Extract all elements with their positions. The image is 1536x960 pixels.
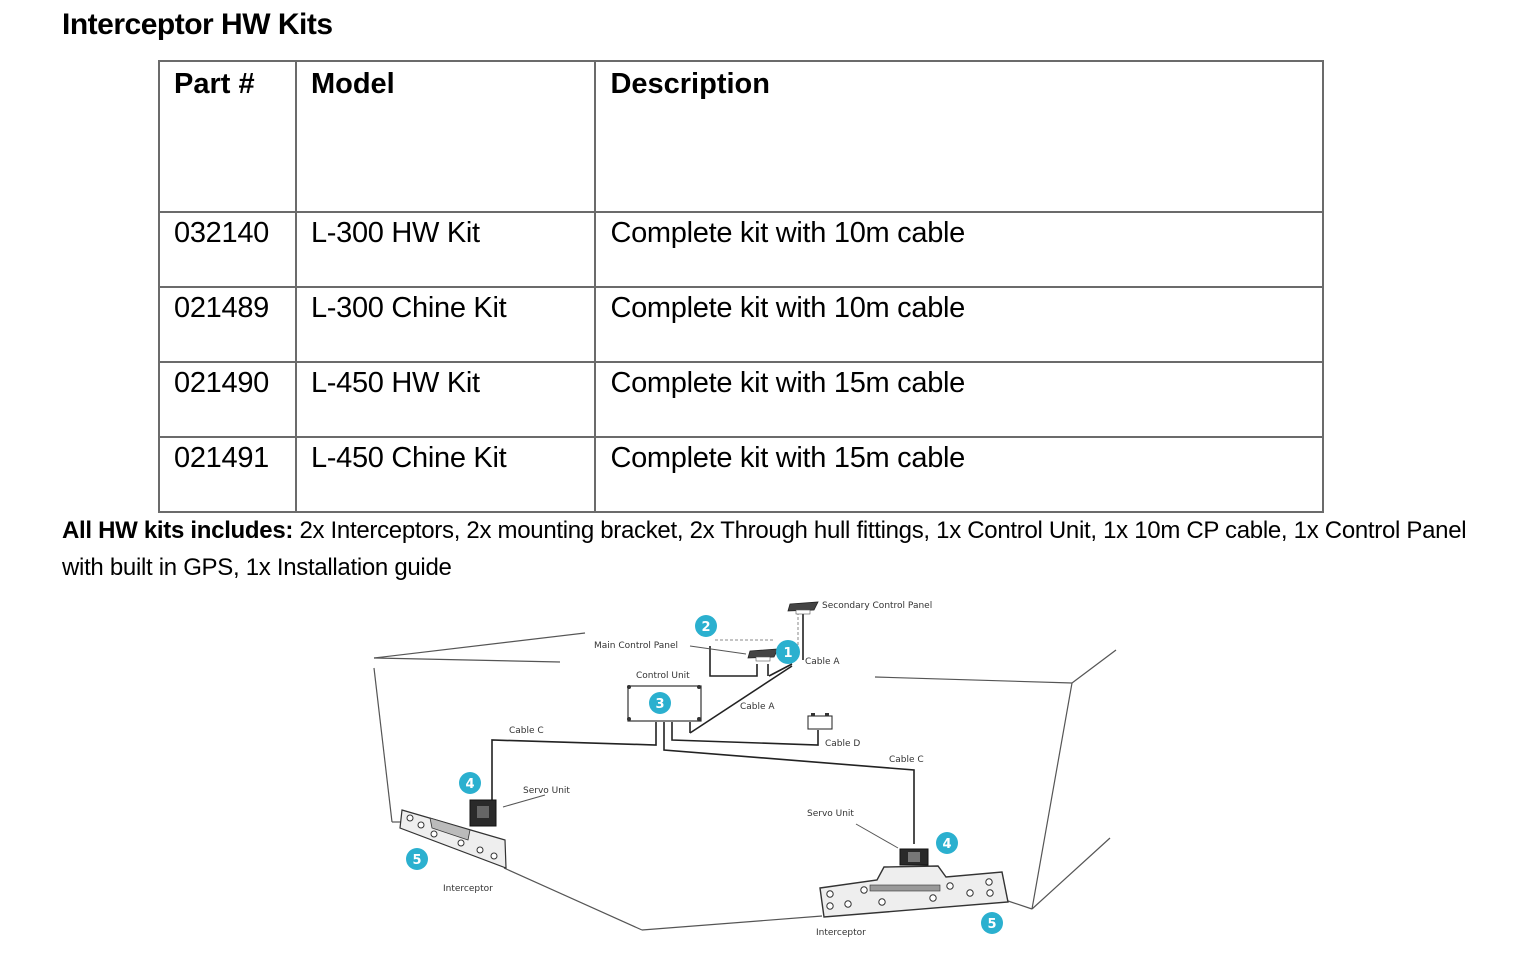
badge-3-text: 3	[655, 697, 664, 712]
kit-contents-paragraph: All HW kits includes: 2x Interceptors, 2…	[62, 512, 1482, 586]
badge-5-right	[981, 912, 1003, 934]
hull-line	[874, 676, 1073, 684]
header-description: Description	[594, 60, 1324, 213]
hull-line	[1007, 900, 1033, 910]
table-header-row: Part # Model Description	[158, 60, 1324, 213]
table-row: 032140 L-300 HW Kit Complete kit with 10…	[158, 211, 1324, 288]
label-servo-unit-left: Servo Unit	[523, 786, 570, 796]
cables	[491, 612, 915, 844]
badge-3	[649, 692, 671, 714]
cable-line-cable-c-right	[663, 722, 915, 844]
cable-line-cable-a	[689, 665, 793, 734]
hull-line	[373, 657, 561, 663]
label-cable-d: Cable D	[825, 739, 860, 749]
label-cable-a-mid: Cable A	[740, 702, 775, 712]
hull-line	[1031, 682, 1073, 910]
cell-description: Complete kit with 10m cable	[594, 211, 1324, 288]
cell-part-number: 032140	[158, 211, 297, 288]
label-main-control-panel: Main Control Panel	[594, 641, 678, 651]
label-cable-c-right: Cable C	[889, 755, 924, 765]
hull-outline	[373, 632, 1117, 931]
badge-2	[695, 615, 717, 637]
cable-line-cable-d	[671, 722, 819, 746]
battery-icon	[807, 713, 833, 730]
cell-description: Complete kit with 10m cable	[594, 286, 1324, 363]
cell-model: L-300 Chine Kit	[294, 286, 597, 363]
hull-line	[503, 867, 643, 931]
leader-line	[689, 645, 747, 655]
badge-1-text: 1	[783, 646, 792, 661]
label-cable-a-top: Cable A	[805, 657, 840, 667]
cell-description: Complete kit with 15m cable	[594, 361, 1324, 438]
hull-line	[641, 915, 823, 931]
leader-line	[855, 823, 899, 849]
kit-contents-text: 2x Interceptors, 2x mounting bracket, 2x…	[62, 517, 1467, 581]
label-control-unit: Control Unit	[636, 671, 690, 681]
cell-model: L-450 Chine Kit	[294, 436, 597, 513]
cell-part-number: 021489	[158, 286, 297, 363]
interceptor-right-icon	[819, 865, 1009, 918]
cable-line	[709, 646, 758, 677]
badge-1	[776, 640, 800, 664]
cell-description: Complete kit with 15m cable	[594, 436, 1324, 513]
badge-5-left	[406, 848, 428, 870]
label-interceptor-left: Interceptor	[443, 884, 493, 894]
badge-4-left-text: 4	[465, 777, 474, 792]
cell-part-number: 021491	[158, 436, 297, 513]
servo-unit-left-icon	[469, 799, 497, 827]
cable-line-cable-c-left	[491, 722, 657, 800]
table-row: 021490 L-450 HW Kit Complete kit with 15…	[158, 361, 1324, 438]
cell-model: L-300 HW Kit	[294, 211, 597, 288]
hull-line	[373, 632, 586, 659]
leader-lines	[502, 645, 899, 849]
label-interceptor-right: Interceptor	[816, 928, 866, 938]
main-control-panel-icon	[747, 648, 779, 662]
callout-badges: 2 1 3 4 4 5 5	[406, 615, 1003, 934]
badge-4-left	[459, 772, 481, 794]
badge-5-left-text: 5	[412, 853, 421, 868]
cable-line	[768, 663, 793, 677]
cell-model: L-450 HW Kit	[294, 361, 597, 438]
installation-diagram: Secondary Control Panel Main Control Pan…	[373, 601, 1117, 938]
document-title: Interceptor HW Kits	[62, 8, 333, 41]
kit-contents-label: All HW kits includes:	[62, 517, 294, 544]
hull-line	[1031, 837, 1111, 910]
table-row: 021489 L-300 Chine Kit Complete kit with…	[158, 286, 1324, 363]
leader-line	[502, 794, 546, 808]
table-row: 021491 L-450 Chine Kit Complete kit with…	[158, 436, 1324, 513]
interceptor-left-icon	[399, 809, 507, 869]
header-part-number: Part #	[158, 60, 297, 213]
hw-kits-table: Part # Model Description 032140 L-300 HW…	[158, 60, 1324, 513]
label-servo-unit-right: Servo Unit	[807, 809, 854, 819]
badge-4-right	[936, 832, 958, 854]
badge-2-text: 2	[701, 620, 710, 635]
badge-4-right-text: 4	[942, 837, 951, 852]
hull-line	[1071, 649, 1117, 684]
label-secondary-control-panel: Secondary Control Panel	[822, 601, 932, 611]
cell-part-number: 021490	[158, 361, 297, 438]
secondary-control-panel-icon	[787, 601, 819, 615]
header-model: Model	[294, 60, 597, 213]
badge-5-right-text: 5	[987, 917, 996, 932]
hull-line	[373, 667, 393, 823]
label-cable-c-left: Cable C	[509, 726, 544, 736]
servo-unit-right-icon	[899, 848, 929, 866]
